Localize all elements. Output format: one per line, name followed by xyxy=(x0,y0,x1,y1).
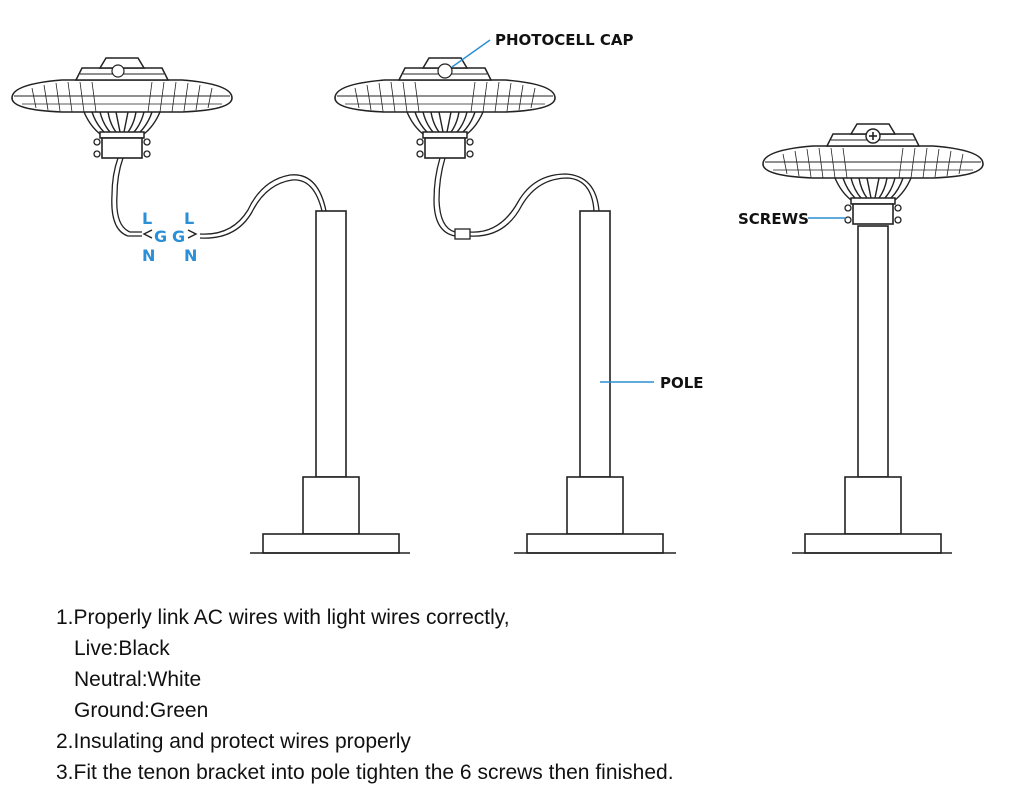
installation-instructions: 1.Properly link AC wires with light wire… xyxy=(56,602,674,788)
pole-label: POLE xyxy=(660,374,704,392)
luminaire-right xyxy=(762,123,984,225)
photocell-cap-label: PHOTOCELL CAP xyxy=(495,31,634,49)
installation-diagram: L G N L G N PHOTOCELL CAP SCREWS POLE xyxy=(11,31,984,554)
wire-middle xyxy=(433,157,600,237)
instruction-step-1: 1.Properly link AC wires with light wire… xyxy=(56,606,510,629)
wire-middle-connector xyxy=(454,228,471,240)
luminaire-middle xyxy=(334,57,556,159)
photocell-plus-icon xyxy=(865,128,881,144)
wire-left-ac xyxy=(199,174,327,239)
photocell-cap-leader xyxy=(451,39,491,68)
instruction-neutral: Neutral:White xyxy=(74,668,202,691)
wire-connector-arrows xyxy=(142,229,198,239)
wire-label-neutral-ac: N xyxy=(184,246,197,265)
wire-label-ground-light: G xyxy=(154,227,167,246)
wire-left-light xyxy=(111,157,142,237)
photocell-cap-icon xyxy=(437,63,453,79)
luminaire-left xyxy=(11,57,233,159)
instruction-live: Live:Black xyxy=(74,637,170,660)
instruction-step-2: 2.Insulating and protect wires properly xyxy=(56,730,411,753)
pole-right xyxy=(792,225,952,554)
screws-label: SCREWS xyxy=(738,210,809,228)
wire-label-ground-ac: G xyxy=(172,227,185,246)
pole-left xyxy=(250,210,410,554)
wire-label-neutral-light: N xyxy=(142,246,155,265)
wire-labels-light: L G N xyxy=(142,209,167,265)
wire-label-live-light: L xyxy=(142,209,152,228)
instruction-step-3: 3.Fit the tenon bracket into pole tighte… xyxy=(56,761,674,784)
pole-middle xyxy=(514,210,676,554)
wire-label-live-ac: L xyxy=(184,209,194,228)
instruction-ground: Ground:Green xyxy=(74,699,209,722)
wire-labels-ac: L G N xyxy=(172,209,197,265)
